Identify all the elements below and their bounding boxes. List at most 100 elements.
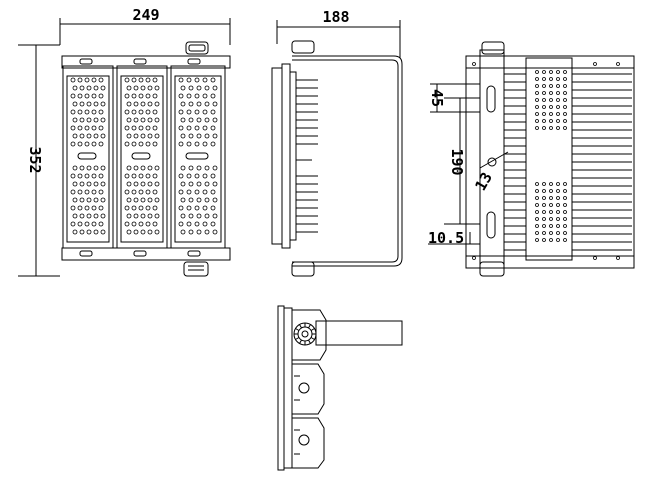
led-dot	[140, 133, 146, 139]
led-dot	[186, 189, 192, 195]
led-dot	[79, 117, 85, 123]
plate-hole	[563, 203, 567, 207]
led-dot	[84, 141, 90, 147]
gear-tooth	[299, 339, 302, 344]
plate-hole	[542, 77, 546, 81]
led-dot	[91, 221, 97, 227]
plate-hole	[556, 126, 560, 130]
led-dot	[154, 197, 160, 203]
led-dot	[204, 117, 210, 123]
led-dot	[180, 213, 186, 219]
led-dot	[98, 125, 104, 131]
led-dot	[194, 141, 200, 147]
plate-hole	[563, 217, 567, 221]
led-dot	[204, 213, 210, 219]
plate-hole	[556, 210, 560, 214]
led-dot	[194, 93, 200, 99]
side-fins	[296, 79, 318, 233]
led-dot	[202, 77, 208, 83]
led-dot	[91, 125, 97, 131]
led-dot	[98, 189, 104, 195]
led-dot	[204, 181, 210, 187]
led-dot	[196, 197, 202, 203]
plate-hole	[549, 84, 553, 88]
led-dot	[180, 181, 186, 187]
led-dot	[202, 189, 208, 195]
led-dot	[98, 93, 104, 99]
gear-tooth	[310, 337, 315, 340]
plate-hole	[535, 126, 539, 130]
led-dot	[124, 189, 130, 195]
led-dot	[70, 77, 76, 83]
led-dot	[196, 213, 202, 219]
led-dot	[91, 109, 97, 115]
led-dot	[204, 165, 210, 171]
led-dot	[204, 133, 210, 139]
led-dot	[138, 205, 144, 211]
gear-tooth	[310, 328, 315, 331]
plate-hole	[563, 189, 567, 193]
led-dot	[212, 133, 218, 139]
led-dot	[72, 117, 78, 123]
led-dot	[194, 205, 200, 211]
led-dot	[124, 141, 130, 147]
led-dot	[131, 173, 137, 179]
led-dot	[178, 109, 184, 115]
plate-hole	[542, 119, 546, 123]
led-dot	[93, 229, 99, 235]
led-dot	[147, 133, 153, 139]
plate-hole	[549, 112, 553, 116]
led-dot	[154, 117, 160, 123]
led-dot	[202, 93, 208, 99]
led-dot	[210, 189, 216, 195]
gear-icon	[293, 322, 317, 346]
led-dot	[98, 221, 104, 227]
led-dot	[212, 181, 218, 187]
led-dot	[91, 93, 97, 99]
led-dot	[196, 85, 202, 91]
front-width-label: 249	[132, 6, 159, 24]
led-dot	[93, 197, 99, 203]
led-dot	[186, 77, 192, 83]
led-dot	[194, 173, 200, 179]
led-dot	[152, 93, 158, 99]
front-view	[18, 18, 231, 277]
led-dot	[133, 181, 139, 187]
led-dot	[77, 125, 83, 131]
led-dot	[77, 189, 83, 195]
led-dot	[86, 213, 92, 219]
plate-hole	[563, 91, 567, 95]
led-dot	[91, 189, 97, 195]
plate-hole	[542, 126, 546, 130]
led-dot	[138, 125, 144, 131]
plate-hole	[563, 119, 567, 123]
side-view	[271, 20, 403, 277]
led-dot	[70, 141, 76, 147]
plate-hole	[563, 70, 567, 74]
led-dot	[98, 173, 104, 179]
led-dot	[100, 229, 106, 235]
plate-hole	[535, 105, 539, 109]
led-dot	[72, 181, 78, 187]
led-dot	[86, 165, 92, 171]
plate-hole	[542, 91, 546, 95]
led-dot	[180, 101, 186, 107]
led-dot	[79, 229, 85, 235]
plate-hole	[556, 91, 560, 95]
plate-hole	[563, 98, 567, 102]
led-dot	[140, 197, 146, 203]
plate-hole	[542, 105, 546, 109]
led-dot	[131, 205, 137, 211]
led-dot	[186, 173, 192, 179]
side-depth-label: 188	[322, 8, 349, 26]
plate-hole	[535, 119, 539, 123]
led-dot	[178, 141, 184, 147]
plate-hole	[549, 224, 553, 228]
rear-spacing-label: 190	[448, 148, 466, 175]
plate-hole	[542, 70, 546, 74]
led-dot	[131, 189, 137, 195]
led-dot	[86, 101, 92, 107]
led-dot	[70, 205, 76, 211]
led-dot	[140, 181, 146, 187]
led-dot	[138, 77, 144, 83]
